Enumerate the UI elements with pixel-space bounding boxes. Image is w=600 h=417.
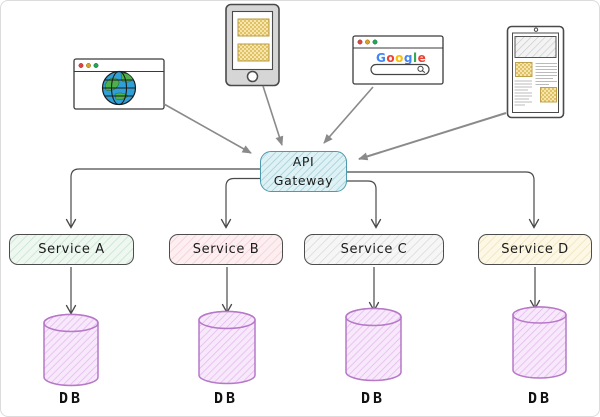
search-browser-client: Google <box>352 35 444 85</box>
api-gateway-node: API Gateway <box>260 151 347 192</box>
db-cylinder <box>198 310 256 385</box>
google-logo: Google <box>376 51 426 65</box>
api-gateway-label-line1: API <box>292 154 315 170</box>
connector-gateway-service-d <box>347 171 540 229</box>
desktop-browser-client <box>73 58 165 110</box>
connector-gateway-service-c <box>347 180 382 229</box>
logo-letter: e <box>418 51 427 65</box>
search-icon <box>417 65 426 74</box>
connector-gateway-service-b <box>220 177 260 229</box>
client-to-gateway-arrows <box>163 85 507 161</box>
tablet-client <box>506 25 565 119</box>
search-input <box>370 63 430 76</box>
database-cylinders <box>43 306 567 387</box>
logo-letter: l <box>413 51 418 65</box>
service-to-db-arrows <box>65 267 541 315</box>
logo-letter: g <box>404 51 413 65</box>
arrow-phone-to-gateway <box>262 85 284 146</box>
logo-letter: o <box>395 51 404 65</box>
window-minimize-icon <box>365 39 370 45</box>
arrow-tablet-to-gateway <box>358 112 507 161</box>
db-label: DB <box>527 389 553 407</box>
window-maximize-icon <box>372 39 378 45</box>
db-cylinder <box>512 306 567 379</box>
logo-letter: G <box>376 51 386 65</box>
article-text-lines <box>535 63 557 85</box>
service-d-node: Service D <box>478 234 592 265</box>
home-button-icon <box>246 70 259 83</box>
logo-letter: o <box>386 51 395 65</box>
db-cylinder <box>43 313 99 387</box>
gateway-to-service-connectors <box>65 168 540 229</box>
api-gateway-label-line2: Gateway <box>273 172 334 188</box>
arrow-browser-to-gateway <box>163 103 252 154</box>
window-maximize-icon <box>93 63 99 68</box>
service-c-node: Service C <box>304 234 444 265</box>
camera-icon <box>533 27 539 32</box>
article-thumbnail <box>540 87 557 103</box>
window-minimize-icon <box>86 63 91 68</box>
article-thumbnail <box>515 62 533 77</box>
window-close-icon <box>357 39 363 45</box>
db-cylinder <box>345 307 402 382</box>
db-label: DB <box>213 389 239 407</box>
service-b-node: Service B <box>169 234 283 265</box>
service-a-node: Service A <box>9 234 134 265</box>
db-label: DB <box>58 389 84 407</box>
phone-content-block <box>237 43 270 62</box>
window-close-icon <box>78 63 84 68</box>
connector-gateway-service-a <box>65 168 260 229</box>
mobile-phone-client <box>225 3 280 87</box>
image-placeholder <box>514 36 557 58</box>
article-text-lines <box>514 80 532 106</box>
phone-content-block <box>237 18 270 37</box>
arrow-search-to-gateway <box>323 86 374 144</box>
globe-icon <box>101 70 137 106</box>
db-label: DB <box>360 389 386 407</box>
